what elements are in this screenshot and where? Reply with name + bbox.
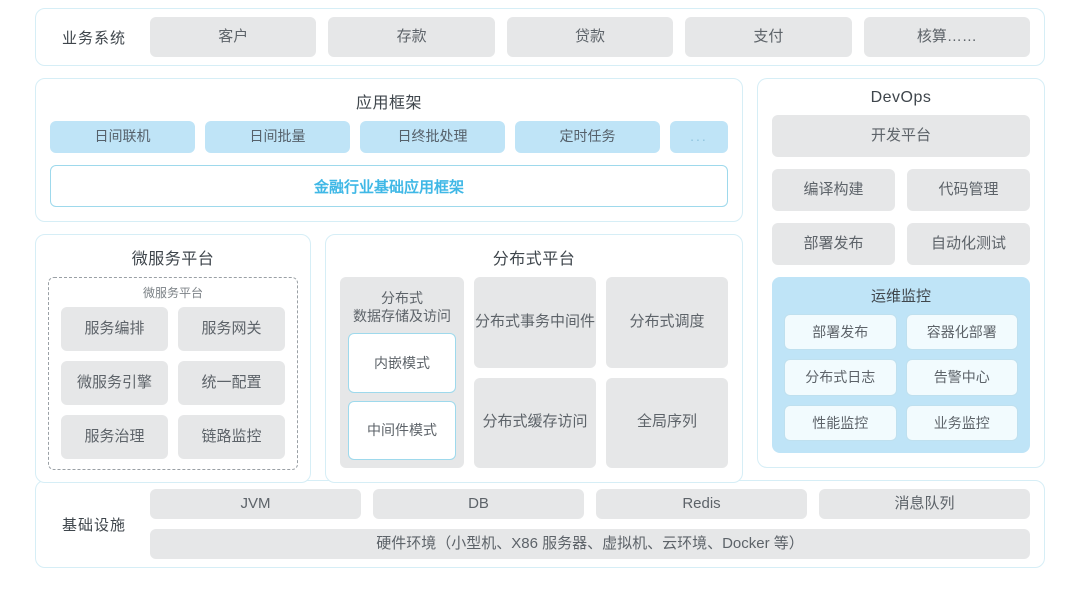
distributed-storage-mode-middleware[interactable]: 中间件模式	[348, 400, 456, 460]
ops-monitor-panel: 运维监控 部署发布 容器化部署 分布式日志 告警中心 性能监控 业务监控	[772, 277, 1030, 453]
distributed-storage-caption-line2: 数据存储及访问	[353, 308, 451, 325]
business-system-tile-payment[interactable]: 支付	[685, 17, 852, 57]
devops-tile-code-management[interactable]: 代码管理	[907, 169, 1030, 211]
infrastructure-tile-jvm[interactable]: JVM	[150, 489, 361, 519]
microservice-tile-trace-monitor[interactable]: 链路监控	[178, 415, 285, 459]
middle-left-column: 应用框架 日间联机 日间批量 日终批处理 定时任务 ... 金融行业基础应用框架…	[35, 78, 743, 483]
distributed-tile-transaction-middleware-line1: 分布式	[474, 312, 520, 330]
infrastructure-hardware-bar[interactable]: 硬件环境（小型机、X86 服务器、虚拟机、云环境、Docker 等）	[150, 529, 1030, 559]
microservice-inner-dashed-box: 微服务平台 服务编排 服务网关 微服务引擎 统一配置 服务治理 链路监控	[48, 277, 298, 470]
devops-title: DevOps	[870, 89, 932, 106]
distributed-storage-mode-embedded[interactable]: 内嵌模式	[348, 333, 456, 393]
ops-chip-containerized-deploy[interactable]: 容器化部署	[905, 314, 1018, 351]
infrastructure-tile-message-queue[interactable]: 消息队列	[819, 489, 1030, 519]
infrastructure-card: 基础设施 JVM DB Redis 消息队列 硬件环境（小型机、X86 服务器、…	[35, 480, 1045, 568]
business-system-tile-accounting[interactable]: 核算……	[863, 17, 1031, 57]
ops-monitor-grid: 部署发布 容器化部署 分布式日志 告警中心 性能监控 业务监控	[784, 314, 1018, 441]
devops-tile-dev-platform[interactable]: 开发平台	[772, 115, 1030, 157]
business-system-tile-loan[interactable]: 贷款	[506, 17, 674, 57]
business-system-tile-customer[interactable]: 客户	[150, 17, 317, 57]
devops-tile-compile-build[interactable]: 编译构建	[772, 169, 895, 211]
microservice-tile-gateway[interactable]: 服务网关	[178, 307, 285, 351]
base-application-framework-bar[interactable]: 金融行业基础应用框架	[50, 165, 728, 207]
app-framework-title: 应用框架	[355, 95, 422, 112]
distributed-storage-column: 分布式 数据存储及访问 内嵌模式 中间件模式	[340, 277, 464, 468]
distributed-tile-cache-access-line1: 分布式	[482, 413, 528, 431]
distributed-tile-scheduling[interactable]: 分布式调度	[606, 277, 728, 368]
microservice-inner-title: 微服务平台	[142, 286, 203, 300]
business-system-tile-deposit[interactable]: 存款	[328, 17, 495, 57]
distributed-platform-body: 分布式 数据存储及访问 内嵌模式 中间件模式 分布式 事务中间件	[326, 277, 742, 482]
business-systems-label: 业务系统	[61, 29, 126, 47]
devops-pair-1: 编译构建 代码管理	[772, 169, 1030, 211]
infrastructure-tile-redis[interactable]: Redis	[596, 489, 807, 519]
infrastructure-tile-db[interactable]: DB	[373, 489, 584, 519]
ops-chip-deploy-release[interactable]: 部署发布	[784, 314, 897, 351]
distributed-storage-caption-line1: 分布式	[381, 290, 423, 306]
distributed-platform-title: 分布式平台	[492, 251, 576, 268]
devops-card: DevOps 开发平台 编译构建 代码管理 部署发布 自动化测试 运维监控 部署…	[757, 78, 1045, 468]
app-framework-tile-batch[interactable]: 日间批量	[205, 121, 350, 153]
business-systems-card: 业务系统 客户 存款 贷款 支付 核算……	[35, 8, 1045, 66]
microservice-tile-unified-config[interactable]: 统一配置	[178, 361, 285, 405]
app-framework-tile-eod-batch[interactable]: 日终批处理	[360, 121, 505, 153]
ops-chip-performance-monitor[interactable]: 性能监控	[784, 404, 897, 441]
microservice-tile-governance[interactable]: 服务治理	[61, 415, 168, 459]
devops-column: DevOps 开发平台 编译构建 代码管理 部署发布 自动化测试 运维监控 部署…	[757, 78, 1045, 468]
distributed-tiles-grid: 分布式 事务中间件 分布式调度 分布式 缓存访问 全局序列	[474, 277, 728, 468]
microservice-tile-orchestration[interactable]: 服务编排	[61, 307, 168, 351]
distributed-tile-cache-access-line2: 缓存访问	[527, 413, 588, 431]
app-framework-tile-scheduled-task[interactable]: 定时任务	[515, 121, 660, 153]
app-framework-tile-online[interactable]: 日间联机	[50, 121, 195, 153]
ops-monitor-title: 运维监控	[870, 288, 931, 305]
distributed-platform-card: 分布式平台 分布式 数据存储及访问 内嵌模式 中间件模式	[325, 234, 743, 483]
distributed-tile-transaction-middleware[interactable]: 分布式 事务中间件	[474, 277, 596, 368]
ops-chip-distributed-log[interactable]: 分布式日志	[784, 359, 897, 396]
platforms-row: 微服务平台 微服务平台 服务编排 服务网关 微服务引擎 统一配置 服务治理 链路…	[35, 234, 743, 483]
distributed-tile-cache-access[interactable]: 分布式 缓存访问	[474, 377, 596, 468]
app-framework-more-button[interactable]: ...	[670, 121, 728, 153]
infrastructure-label: 基础设施	[61, 516, 126, 534]
distributed-tile-global-sequence[interactable]: 全局序列	[606, 377, 728, 468]
devops-pair-2: 部署发布 自动化测试	[772, 223, 1030, 265]
distributed-storage-tile[interactable]: 分布式 数据存储及访问 内嵌模式 中间件模式	[340, 277, 464, 468]
app-framework-items-row: 日间联机 日间批量 日终批处理 定时任务 ...	[50, 121, 728, 153]
microservice-platform-title: 微服务平台	[131, 251, 215, 268]
devops-tile-deploy-release[interactable]: 部署发布	[772, 223, 895, 265]
ops-chip-alert-center[interactable]: 告警中心	[905, 359, 1018, 396]
distributed-tile-transaction-middleware-line2: 事务中间件	[520, 312, 596, 330]
ops-chip-business-monitor[interactable]: 业务监控	[905, 404, 1018, 441]
infrastructure-content: JVM DB Redis 消息队列 硬件环境（小型机、X86 服务器、虚拟机、云…	[150, 489, 1030, 559]
microservice-platform-card: 微服务平台 微服务平台 服务编排 服务网关 微服务引擎 统一配置 服务治理 链路…	[35, 234, 311, 483]
distributed-storage-caption: 分布式 数据存储及访问	[348, 285, 456, 333]
app-framework-card: 应用框架 日间联机 日间批量 日终批处理 定时任务 ... 金融行业基础应用框架	[35, 78, 743, 222]
middle-section: 应用框架 日间联机 日间批量 日终批处理 定时任务 ... 金融行业基础应用框架…	[35, 78, 1045, 483]
devops-tile-automated-test[interactable]: 自动化测试	[907, 223, 1030, 265]
microservice-items-grid: 服务编排 服务网关 微服务引擎 统一配置 服务治理 链路监控	[49, 307, 297, 459]
infrastructure-tiles-row: JVM DB Redis 消息队列	[150, 489, 1030, 519]
microservice-tile-engine[interactable]: 微服务引擎	[61, 361, 168, 405]
